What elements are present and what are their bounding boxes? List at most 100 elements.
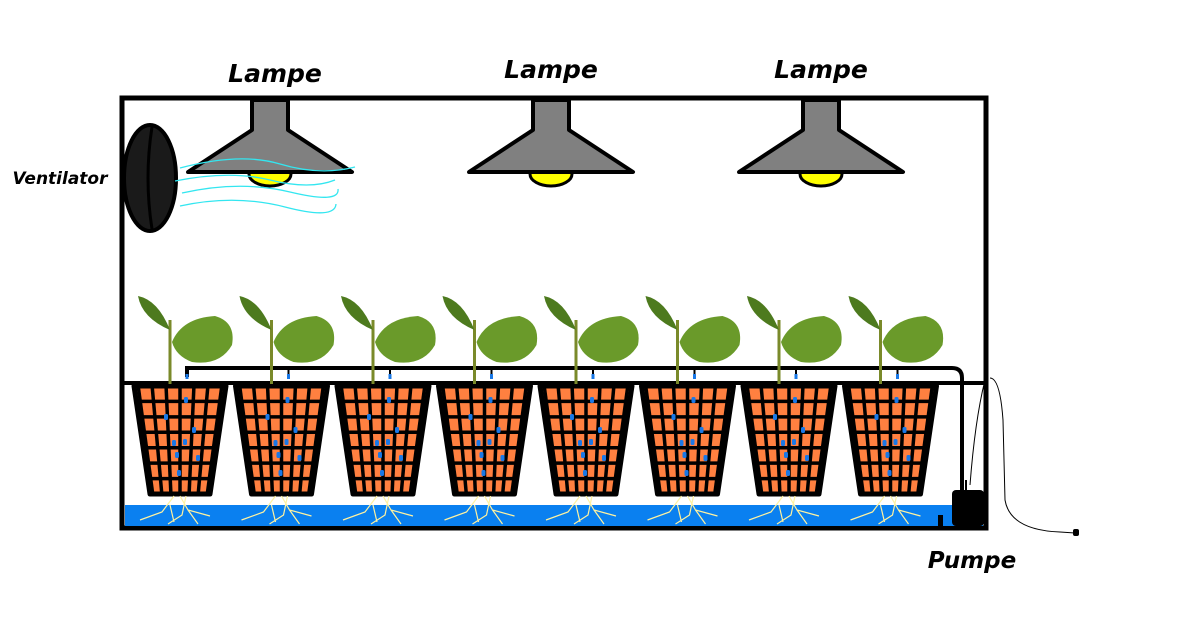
leaf-large — [781, 316, 842, 363]
water-drop — [793, 397, 797, 403]
drip-emitter — [185, 374, 189, 379]
water-drop — [468, 414, 473, 420]
water-drop — [297, 455, 302, 461]
water-drop — [602, 455, 606, 461]
roots — [444, 495, 515, 525]
net-pot — [842, 296, 944, 525]
power-cord — [989, 377, 1079, 536]
leaf-small — [239, 296, 272, 330]
water-drop — [882, 440, 887, 446]
water-drop — [679, 440, 684, 446]
water-drop — [387, 397, 391, 403]
water-drop — [583, 470, 587, 476]
drip-emitter — [490, 374, 493, 379]
water-drop — [293, 427, 298, 433]
water-drop — [773, 414, 777, 420]
drip-line — [185, 366, 964, 500]
water-drop — [175, 452, 179, 458]
water-drop — [885, 452, 890, 458]
leaf-large — [476, 316, 538, 363]
water-drop — [177, 470, 181, 476]
leaf-small — [747, 296, 779, 330]
water-drop — [874, 414, 879, 420]
drip-emitter — [388, 374, 392, 379]
leaf-small — [341, 296, 373, 330]
water-drop — [590, 397, 594, 403]
lamp-label-1: Lampe — [228, 59, 322, 88]
pump-label: Pumpe — [928, 548, 1016, 574]
water-drop — [284, 439, 289, 445]
roots — [139, 495, 211, 525]
water-reservoir — [125, 505, 983, 526]
water-drop — [581, 452, 585, 458]
water-drop — [703, 455, 708, 461]
water-drop — [395, 427, 399, 433]
water-drop — [699, 427, 704, 433]
water-drop — [265, 414, 270, 420]
lamp-shade — [186, 98, 354, 174]
leaf-large — [375, 316, 436, 363]
water-drop — [598, 427, 602, 433]
roots — [647, 495, 718, 525]
water-drop — [378, 452, 382, 458]
water-drop — [792, 439, 796, 445]
fan-icon — [122, 123, 178, 233]
water-drop — [380, 470, 384, 476]
water-drop — [164, 414, 168, 420]
leaf-large — [273, 316, 335, 363]
water-drop — [671, 414, 676, 420]
leaf-large — [679, 316, 741, 363]
water-drop — [481, 470, 486, 476]
leaf-large — [172, 316, 233, 363]
drip-emitter — [591, 374, 595, 379]
water-drop — [399, 455, 403, 461]
net-pot — [740, 296, 842, 525]
leaf-small — [645, 296, 678, 330]
water-drop — [786, 470, 790, 476]
water-drop — [684, 470, 689, 476]
lamp-label-3: Lampe — [774, 55, 868, 84]
water-drop — [690, 439, 695, 445]
roots — [241, 495, 312, 525]
drip-emitter — [794, 374, 798, 379]
water-drop — [476, 440, 481, 446]
roots — [748, 495, 820, 525]
water-drop — [578, 440, 582, 446]
pump-icon — [938, 379, 986, 527]
leaf-small — [848, 296, 881, 330]
net-pot — [639, 296, 741, 525]
water-drop — [893, 439, 898, 445]
water-drop — [386, 439, 390, 445]
water-drop — [479, 452, 484, 458]
water-drop — [496, 427, 501, 433]
water-drop — [894, 397, 899, 403]
net-pot — [131, 296, 233, 525]
water-drop — [801, 427, 805, 433]
water-drop — [902, 427, 907, 433]
net-pot — [334, 296, 436, 525]
water-drop — [487, 439, 492, 445]
drip-emitter — [287, 374, 290, 379]
net-pots — [131, 296, 944, 525]
water-drop — [375, 440, 379, 446]
water-drop — [276, 452, 281, 458]
net-pot — [436, 296, 538, 525]
lamp-icon — [186, 98, 354, 188]
water-drop — [906, 455, 911, 461]
water-drop — [887, 470, 892, 476]
lamps-group — [186, 98, 905, 188]
water-drop — [184, 397, 188, 403]
water-drop — [784, 452, 788, 458]
water-drop — [367, 414, 371, 420]
water-drop — [285, 397, 290, 403]
water-drop — [196, 455, 200, 461]
roots — [850, 495, 921, 525]
water-drop — [691, 397, 696, 403]
roots — [545, 495, 617, 525]
leaf-large — [578, 316, 639, 363]
water-drop — [183, 439, 187, 445]
water-drop — [781, 440, 785, 446]
net-pot — [233, 296, 335, 525]
lamp-shade — [467, 98, 635, 174]
